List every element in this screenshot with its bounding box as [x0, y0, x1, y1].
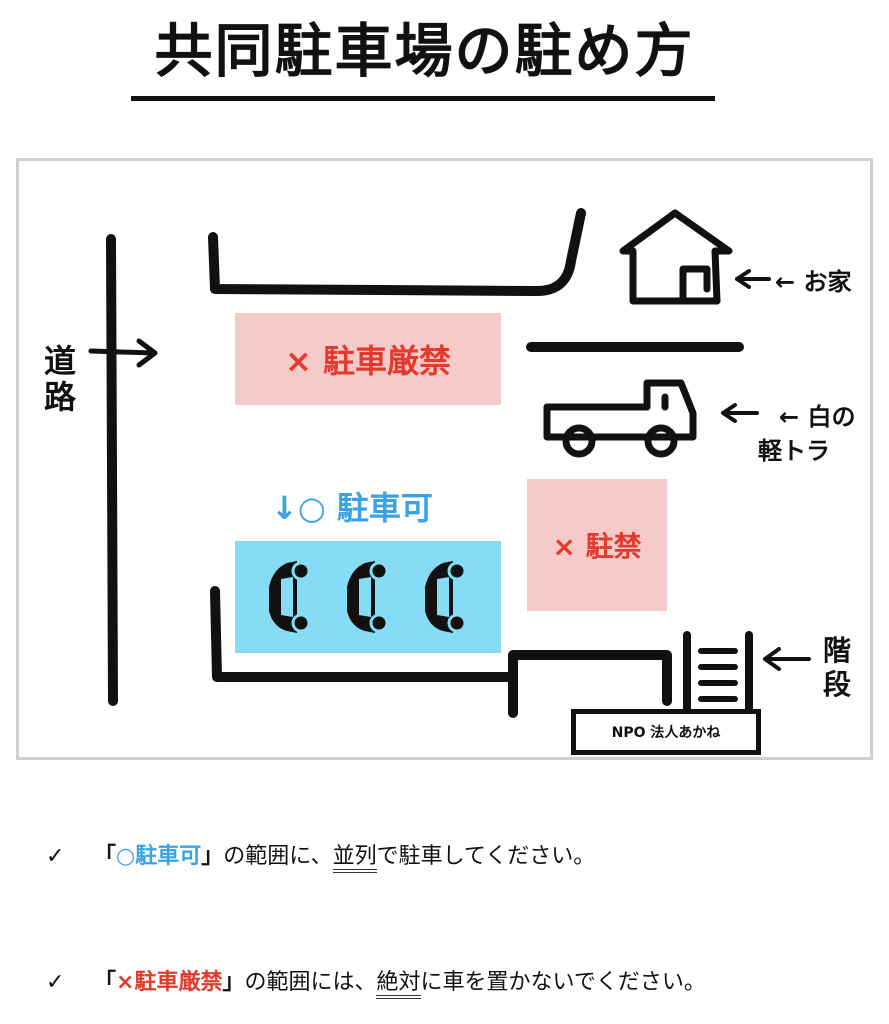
- truck-label-2: 軽トラ: [758, 437, 830, 465]
- no-parking-zone-small: × 駐禁: [527, 479, 667, 611]
- parked-cars: [269, 559, 467, 635]
- parking-zone: [235, 541, 501, 653]
- lower-right-wall: [508, 650, 672, 718]
- rule-close-bracket: 」: [222, 970, 245, 995]
- car-icon: [269, 561, 311, 633]
- page-title: 共同駐車場の駐め方: [154, 17, 695, 85]
- truck-label: ← 白の: [779, 403, 856, 431]
- car-icon-2: [345, 559, 389, 635]
- rule-rest-text: に車を置かないでください。: [420, 970, 706, 995]
- house-icon: [619, 209, 733, 305]
- rule-emphasis: 並列: [332, 844, 377, 873]
- truck-arrow: [721, 403, 759, 423]
- road-line: [106, 234, 118, 706]
- upper-wall: [208, 208, 586, 296]
- house-arrow: [735, 269, 771, 289]
- title-underline: [131, 96, 715, 101]
- rule-close-bracket: 」: [201, 844, 224, 869]
- road-arrow: [88, 338, 158, 368]
- no-parking-zone-label: × 駐車厳禁: [285, 342, 451, 380]
- rule-keyword-parking-ok: ○駐車可: [116, 844, 202, 869]
- rule-open-bracket: 「: [94, 970, 117, 995]
- organization-label: NPO 法人あかね: [571, 709, 761, 755]
- rule-parking-ok: ✓ 「○駐車可」の範囲に、並列で駐車してください。: [46, 842, 596, 873]
- lower-left-wall: [210, 586, 512, 682]
- stairs-label: 階段: [822, 634, 851, 701]
- truck-icon: [543, 379, 697, 441]
- rule-mid-text: の範囲には、: [244, 970, 377, 995]
- car-icon-3: [423, 559, 467, 635]
- no-parking-zone-small-label: × 駐禁: [552, 530, 642, 563]
- road-label: 道路: [43, 342, 76, 416]
- parking-zone-label: ↓○ 駐車可: [271, 489, 433, 527]
- truck-wheel-front: [562, 424, 596, 458]
- rule-open-bracket: 「: [94, 844, 117, 869]
- rule-emphasis: 絶対: [376, 970, 421, 999]
- truck-wheel-rear: [644, 424, 678, 458]
- stairs-outline: [683, 631, 753, 713]
- stairs-arrow: [763, 647, 811, 671]
- house-label: ← お家: [775, 268, 852, 296]
- map-sketch: [88, 208, 811, 718]
- check-icon: ✓: [46, 970, 65, 995]
- no-parking-zone: × 駐車厳禁: [235, 313, 501, 405]
- rule-mid-text: の範囲に、: [223, 844, 333, 869]
- stair-steps: [698, 648, 738, 702]
- rule-rest-text: で駐車してください。: [376, 844, 596, 869]
- parking-map: 道路 ← お家 ← 白の 軽トラ 階段 × 駐車厳禁 × 駐禁 ↓○ 駐車可 N…: [16, 158, 873, 760]
- check-icon: ✓: [46, 844, 65, 869]
- rule-keyword-no-parking: ×駐車厳禁: [116, 970, 223, 995]
- rule-no-parking: ✓ 「×駐車厳禁」の範囲には、絶対に車を置かないでください。: [46, 968, 706, 999]
